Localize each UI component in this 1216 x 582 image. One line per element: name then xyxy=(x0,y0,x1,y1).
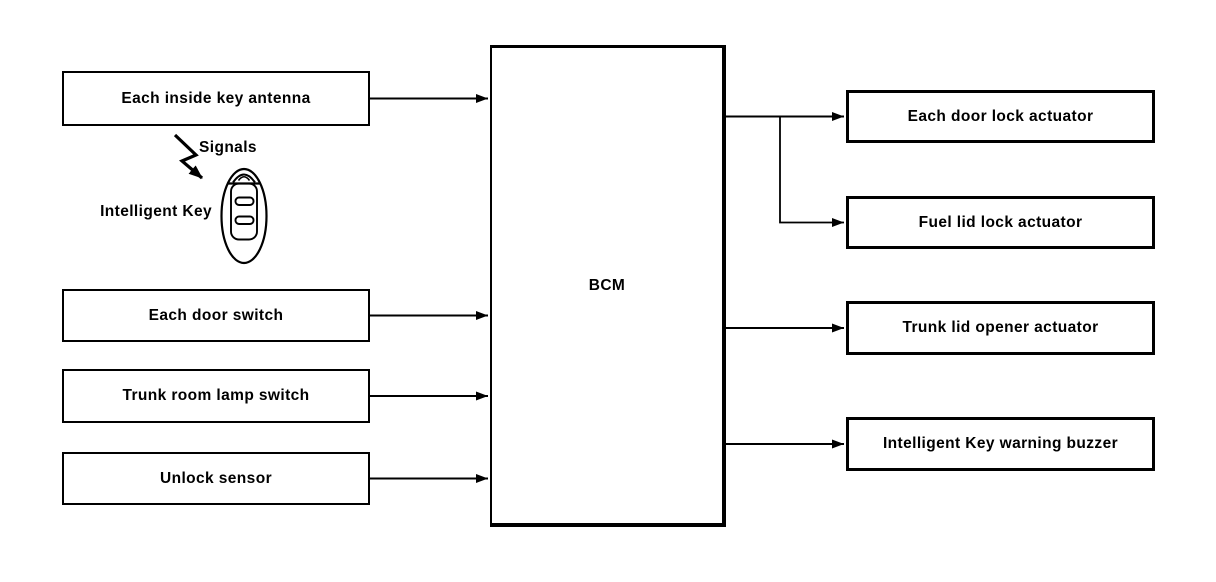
input-box-inside-key-antenna: Each inside key antenna xyxy=(62,71,370,126)
connector-bcm-to-fuel-lid-lock-actuator xyxy=(779,116,844,227)
output-box-trunk-lid-opener-actuator: Trunk lid opener actuator xyxy=(846,301,1155,355)
output-box-warning-buzzer: Intelligent Key warning buzzer xyxy=(846,417,1155,471)
input-box-door-switch: Each door switch xyxy=(62,289,370,342)
input-box-trunk-room-lamp-switch: Trunk room lamp switch xyxy=(62,369,370,423)
signal-bolt-icon xyxy=(173,133,204,180)
intelligent-key-label: Intelligent Key xyxy=(100,203,212,220)
box-label: Each inside key antenna xyxy=(121,89,311,107)
output-box-fuel-lid-lock-actuator: Fuel lid lock actuator xyxy=(846,196,1155,249)
signals-label: Signals xyxy=(199,139,257,156)
bcm-box: BCM xyxy=(490,45,726,527)
output-box-door-lock-actuator: Each door lock actuator xyxy=(846,90,1155,143)
box-label: Trunk lid opener actuator xyxy=(902,319,1099,336)
box-label: Each door switch xyxy=(148,306,284,324)
box-label: Intelligent Key warning buzzer xyxy=(882,435,1119,452)
input-box-unlock-sensor: Unlock sensor xyxy=(62,452,370,505)
box-label: Each door lock actuator xyxy=(907,107,1094,125)
box-label: Unlock sensor xyxy=(159,469,272,487)
box-label: Trunk room lamp switch xyxy=(122,387,310,404)
box-label: Fuel lid lock actuator xyxy=(918,213,1083,231)
bcm-label: BCM xyxy=(588,276,626,294)
intelligent-key-fob-icon xyxy=(220,167,268,265)
